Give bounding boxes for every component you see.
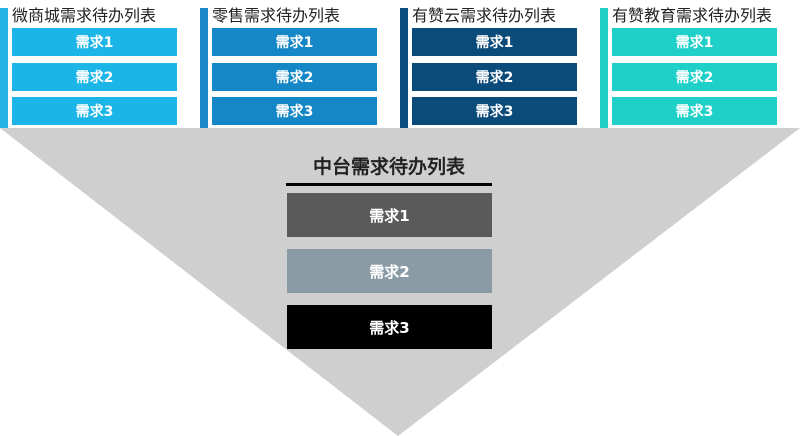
- center-requirement-item[interactable]: 需求2: [287, 249, 492, 293]
- backlog-column-lingshou: 零售需求待办列表 需求1 需求2 需求3: [200, 0, 378, 128]
- center-title-underline: [286, 183, 492, 186]
- requirement-item[interactable]: 需求2: [412, 63, 577, 91]
- requirement-item[interactable]: 需求3: [412, 97, 577, 125]
- requirement-item[interactable]: 需求1: [412, 28, 577, 56]
- requirement-item[interactable]: 需求3: [12, 97, 177, 125]
- requirement-item[interactable]: 需求3: [212, 97, 377, 125]
- requirement-item[interactable]: 需求2: [12, 63, 177, 91]
- center-requirement-item[interactable]: 需求1: [287, 193, 492, 237]
- requirement-item[interactable]: 需求1: [212, 28, 377, 56]
- backlog-column-youzanjiaoyu: 有赞教育需求待办列表 需求1 需求2 需求3: [600, 0, 778, 128]
- center-backlog-title: 中台需求待办列表: [312, 156, 465, 178]
- column-title: 有赞教育需求待办列表: [612, 6, 773, 25]
- column-title: 微商城需求待办列表: [12, 6, 157, 25]
- center-requirement-item[interactable]: 需求3: [287, 305, 492, 349]
- column-title: 零售需求待办列表: [212, 6, 341, 25]
- backlog-column-weishangcheng: 微商城需求待办列表 需求1 需求2 需求3: [0, 0, 178, 128]
- column-accent-bar: [200, 8, 208, 128]
- requirement-item[interactable]: 需求2: [212, 63, 377, 91]
- requirement-item[interactable]: 需求3: [612, 97, 777, 125]
- requirement-item[interactable]: 需求1: [12, 28, 177, 56]
- column-title: 有赞云需求待办列表: [412, 6, 557, 25]
- column-accent-bar: [400, 8, 408, 128]
- column-accent-bar: [600, 8, 608, 128]
- requirement-item[interactable]: 需求2: [612, 63, 777, 91]
- backlog-column-youzanyun: 有赞云需求待办列表 需求1 需求2 需求3: [400, 0, 578, 128]
- column-accent-bar: [0, 8, 8, 128]
- requirement-item[interactable]: 需求1: [612, 28, 777, 56]
